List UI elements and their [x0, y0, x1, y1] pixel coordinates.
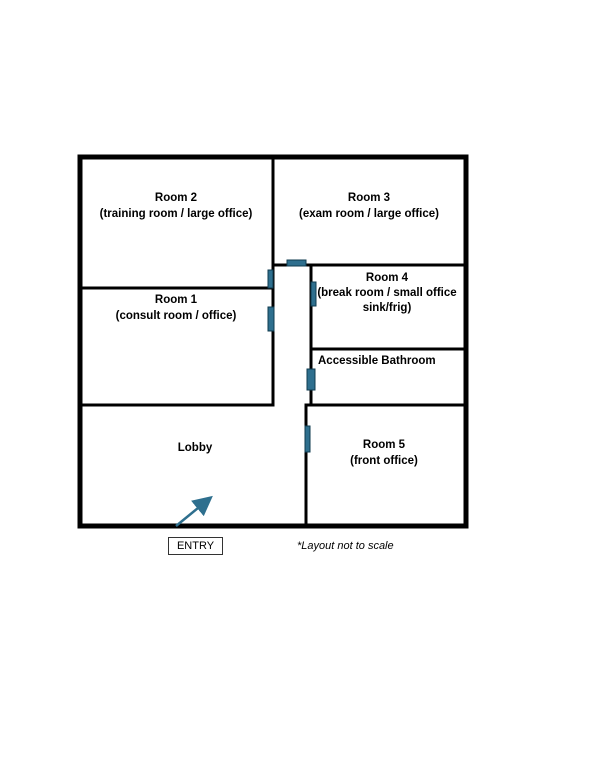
lobby-name: Lobby [178, 442, 213, 454]
entry-arrow-icon [175, 495, 213, 527]
room4-desc: (break room / small office [317, 287, 456, 299]
room2-name: Room 2 [155, 192, 197, 204]
room5-name: Room 5 [363, 439, 406, 451]
room4-desc2: sink/frig) [363, 302, 412, 314]
entry-label: ENTRY [168, 537, 223, 555]
door-bathroom[interactable] [306, 368, 316, 391]
room3-name: Room 3 [348, 192, 390, 204]
scale-note: *Layout not to scale [297, 540, 394, 552]
room2-desc: (training room / large office) [100, 208, 253, 220]
room1-name: Room 1 [155, 294, 198, 306]
room5-desc: (front office) [350, 455, 418, 467]
door-room3[interactable] [286, 259, 307, 267]
door-room2[interactable] [267, 269, 274, 289]
door-room4[interactable] [310, 281, 317, 307]
door-room1[interactable] [267, 306, 275, 332]
room3-desc: (exam room / large office) [299, 208, 439, 220]
room4-name: Room 4 [366, 272, 409, 284]
room1-desc: (consult room / office) [116, 310, 237, 322]
bathroom-name: Accessible Bathroom [318, 355, 436, 367]
door-room5[interactable] [304, 425, 311, 453]
